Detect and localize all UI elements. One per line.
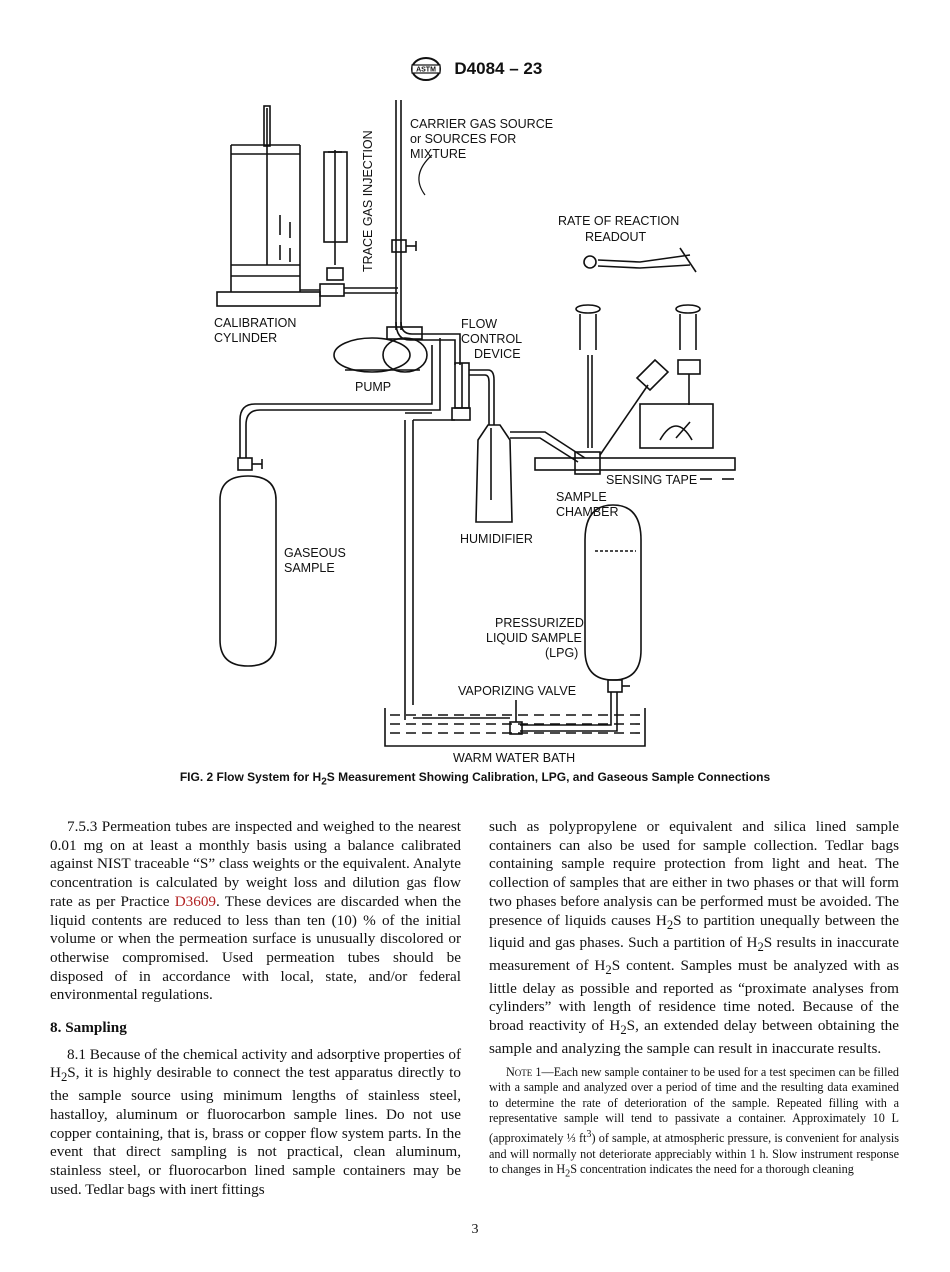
label-pressurized-line-3: (LPG) <box>545 646 578 660</box>
label-carrier-gas-line-1: CARRIER GAS SOURCE <box>410 117 553 131</box>
label-sample-chamber-line-2: CHAMBER <box>556 505 619 519</box>
flow-system-diagram: CARRIER GAS SOURCE or SOURCES FOR MIXTUR… <box>214 100 736 765</box>
flow-control-device <box>451 362 495 425</box>
trace-gas-syringe <box>300 150 398 297</box>
page-number: 3 <box>471 1222 479 1237</box>
note-1: Note 1—Each new sample container to be u… <box>489 1064 899 1180</box>
gaseous-sample-cylinder <box>219 457 277 667</box>
warm-water-bath <box>384 700 646 747</box>
label-flow-control-line-2: CONTROL <box>461 332 522 346</box>
figure-caption: FIG. 2 Flow System for H2S Measurement S… <box>179 770 771 788</box>
label-carrier-gas-line-2: or SOURCES FOR <box>410 132 516 146</box>
sensing-tape <box>534 451 736 480</box>
sample-lines <box>239 338 455 720</box>
label-pump: PUMP <box>355 380 391 394</box>
document-designation: D4084 – 23 <box>454 59 543 78</box>
right-column: such as polypropylene or equivalent and … <box>489 818 899 1182</box>
pressurized-liquid-sample <box>520 504 642 732</box>
d3609-link[interactable]: D3609 <box>174 892 217 910</box>
label-flow-control-line-3: DEVICE <box>474 347 521 361</box>
label-rate-of-reaction-line-1: RATE OF REACTION <box>558 214 679 228</box>
label-gaseous-sample-line-2: SAMPLE <box>284 561 335 575</box>
label-flow-control-line-1: FLOW <box>461 317 497 331</box>
paragraph-8-1-continued: such as polypropylene or equivalent and … <box>489 818 900 1057</box>
page-header: ASTM D4084 – 23 <box>0 56 950 82</box>
label-pressurized-line-1: PRESSURIZED <box>495 616 584 630</box>
figure-labels: CARRIER GAS SOURCE or SOURCES FOR MIXTUR… <box>214 117 697 765</box>
label-trace-gas-injection: TRACE GAS INJECTION <box>361 130 375 272</box>
label-calibration-cylinder-line-2: CYLINDER <box>214 331 277 345</box>
astm-logo: ASTM <box>410 57 441 81</box>
label-gaseous-sample-line-1: GASEOUS <box>284 546 346 560</box>
humidifier <box>475 424 586 523</box>
label-vaporizing-valve: VAPORIZING VALVE <box>458 684 576 698</box>
paragraph-8-1: 8.1 Because of the chemical activity and… <box>50 1045 461 1198</box>
label-carrier-gas-line-3: MIXTURE <box>410 147 466 161</box>
label-warm-water-bath: WARM WATER BATH <box>453 751 575 765</box>
rate-of-reaction-readout <box>575 247 714 456</box>
svg-text:ASTM: ASTM <box>416 67 436 74</box>
paragraph-7-5-3: 7.5.3 Permeation tubes are inspected and… <box>50 818 461 1004</box>
label-rate-of-reaction-line-2: READOUT <box>585 230 646 244</box>
label-pressurized-line-2: LIQUID SAMPLE <box>486 631 582 645</box>
section-8-heading: 8. Sampling <box>50 1019 127 1037</box>
label-calibration-cylinder-line-1: CALIBRATION <box>214 316 296 330</box>
label-sensing-tape: SENSING TAPE <box>606 473 697 487</box>
left-column: 7.5.3 Permeation tubes are inspected and… <box>50 818 461 1199</box>
label-sample-chamber-line-1: SAMPLE <box>556 490 607 504</box>
label-humidifier: HUMIDIFIER <box>460 532 533 546</box>
calibration-cylinder <box>216 105 321 307</box>
pump <box>333 326 428 373</box>
